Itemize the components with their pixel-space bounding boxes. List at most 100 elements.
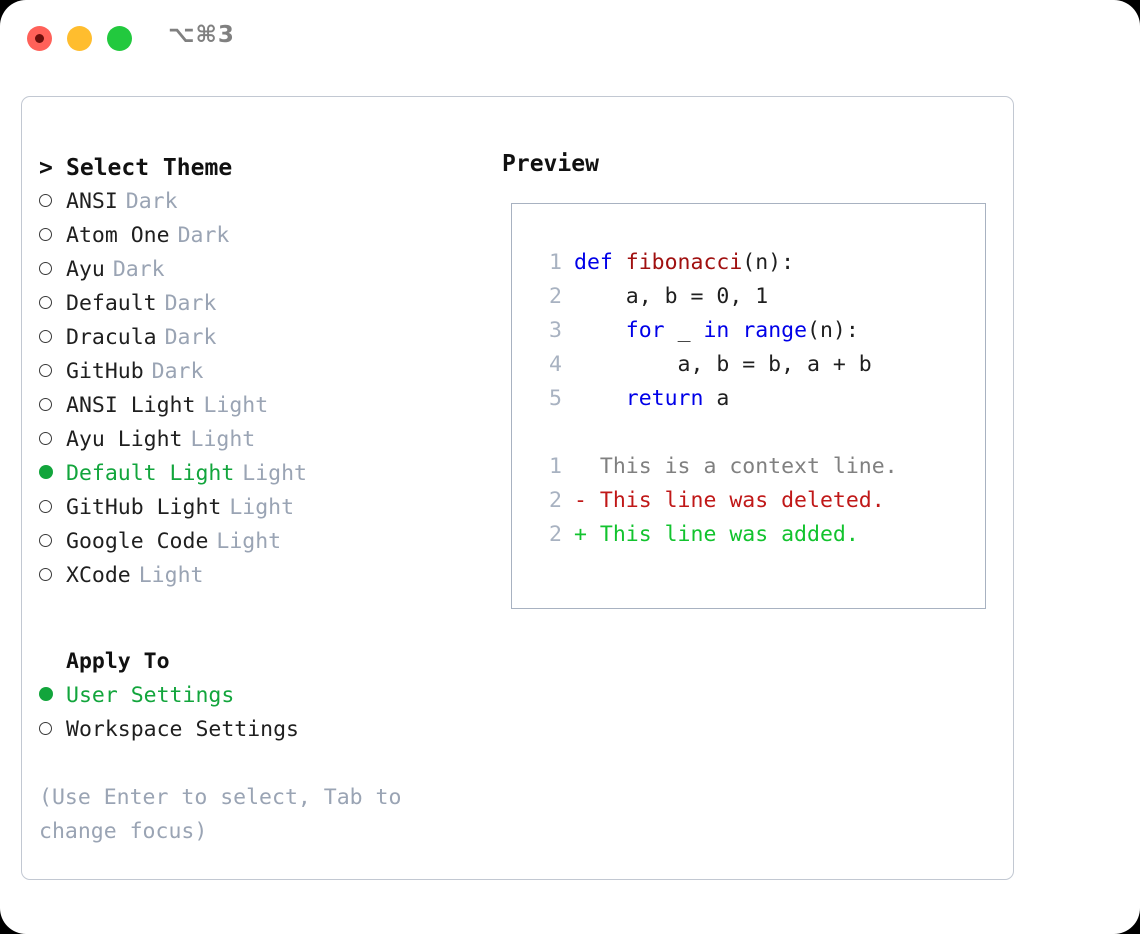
radio-unselected-icon: [39, 253, 66, 287]
apply-to-item[interactable]: User Settings: [39, 679, 499, 713]
radio-unselected-icon: [39, 321, 66, 355]
theme-item-tag: Light: [242, 461, 308, 486]
maximize-window-button[interactable]: [107, 26, 132, 51]
code-token: (n):: [807, 318, 859, 343]
theme-item[interactable]: Dracula Dark: [39, 321, 499, 355]
code-token: for: [625, 318, 665, 343]
theme-item-label: Atom One: [66, 223, 170, 248]
theme-item-tag: Dark: [177, 223, 230, 248]
diff-line: 2 - This line was deleted.: [532, 484, 898, 518]
radio-glyph: [39, 687, 53, 701]
caret-icon: >: [39, 155, 53, 181]
radio-glyph: [39, 432, 52, 445]
theme-item-tag: Light: [190, 427, 256, 452]
code-line: 5 return a: [532, 382, 898, 416]
select-theme-header: > Select Theme: [39, 151, 499, 185]
line-number: 4: [549, 352, 562, 377]
line-number: 5: [549, 386, 562, 411]
radio-glyph: [39, 330, 52, 343]
diff-line: 1 This is a context line.: [532, 450, 898, 484]
radio-glyph: [39, 364, 52, 377]
theme-item-tag: Light: [216, 529, 282, 554]
theme-item[interactable]: Default Light Light: [39, 457, 499, 491]
code-token: fibonacci: [625, 250, 743, 275]
radio-unselected-icon: [39, 525, 66, 559]
radio-unselected-icon: [39, 423, 66, 457]
code-line: 3 for _ in range(n):: [532, 314, 898, 348]
line-number: 2: [549, 488, 562, 513]
line-number: 3: [549, 318, 562, 343]
keyboard-shortcut-label: ⌥⌘3: [168, 22, 235, 48]
keyboard-hint-text: (Use Enter to select, Tab to change focu…: [39, 785, 415, 844]
line-number: 1: [549, 454, 562, 479]
radio-unselected-icon: [39, 219, 66, 253]
theme-item-tag: Dark: [151, 359, 204, 384]
diff-text: This is a context line.: [574, 454, 898, 479]
theme-item[interactable]: XCode Light: [39, 559, 499, 593]
theme-item-tag: Dark: [125, 189, 178, 214]
code-token: range: [742, 318, 808, 343]
theme-item-label: Dracula: [66, 325, 157, 350]
theme-item-label: XCode: [66, 563, 131, 588]
minimize-window-button[interactable]: [67, 26, 92, 51]
code-token: return: [625, 386, 704, 411]
radio-unselected-icon: [39, 713, 66, 747]
radio-selected-icon: [39, 457, 66, 491]
theme-item-tag: Dark: [164, 325, 217, 350]
code-token: def: [574, 250, 626, 275]
code-token: [729, 314, 742, 348]
radio-glyph: [39, 534, 52, 547]
theme-item[interactable]: Ayu Light Light: [39, 423, 499, 457]
radio-glyph: [39, 228, 52, 241]
apply-to-item[interactable]: Workspace Settings: [39, 713, 499, 747]
radio-unselected-icon: [39, 355, 66, 389]
radio-selected-icon: [39, 679, 66, 713]
diff-line: 2+ This line was added.: [532, 518, 898, 552]
theme-item-tag: Dark: [164, 291, 217, 316]
radio-unselected-icon: [39, 491, 66, 525]
radio-glyph: [39, 262, 52, 275]
code-token: a, b = b, a + b: [574, 352, 872, 377]
radio-glyph: [39, 568, 52, 581]
radio-glyph: [39, 465, 53, 479]
theme-item[interactable]: ANSI Dark: [39, 185, 499, 219]
apply-to-header: Apply To: [39, 645, 499, 679]
code-token: a: [703, 386, 730, 411]
theme-item-label: Ayu Light: [66, 427, 183, 452]
code-line: 4 a, b = b, a + b: [532, 348, 898, 382]
theme-item[interactable]: GitHub Dark: [39, 355, 499, 389]
theme-item[interactable]: Atom One Dark: [39, 219, 499, 253]
theme-item-tag: Light: [229, 495, 295, 520]
code-token: (n):: [742, 250, 795, 275]
theme-item-label: Default Light: [66, 461, 235, 486]
code-blank-line: [532, 416, 898, 450]
radio-glyph: [39, 398, 52, 411]
theme-item-label: ANSI: [66, 189, 118, 214]
code-token: [574, 314, 626, 348]
line-number: 1: [549, 250, 562, 275]
preview-title: Preview: [502, 151, 599, 177]
radio-unselected-icon: [39, 389, 66, 423]
radio-glyph: [39, 296, 52, 309]
apply-to-item-label: User Settings: [66, 683, 235, 708]
recording-indicator-icon: [35, 34, 44, 43]
apply-to-label: Apply To: [66, 649, 170, 674]
theme-item-label: GitHub: [66, 359, 144, 384]
diff-text: - This line was deleted.: [574, 488, 885, 513]
code-line: 2 a, b = 0, 1: [532, 280, 898, 314]
theme-item-tag: Light: [138, 563, 204, 588]
radio-glyph: [39, 722, 52, 735]
apply-to-item-label: Workspace Settings: [66, 717, 299, 742]
radio-unselected-icon: [39, 185, 66, 219]
